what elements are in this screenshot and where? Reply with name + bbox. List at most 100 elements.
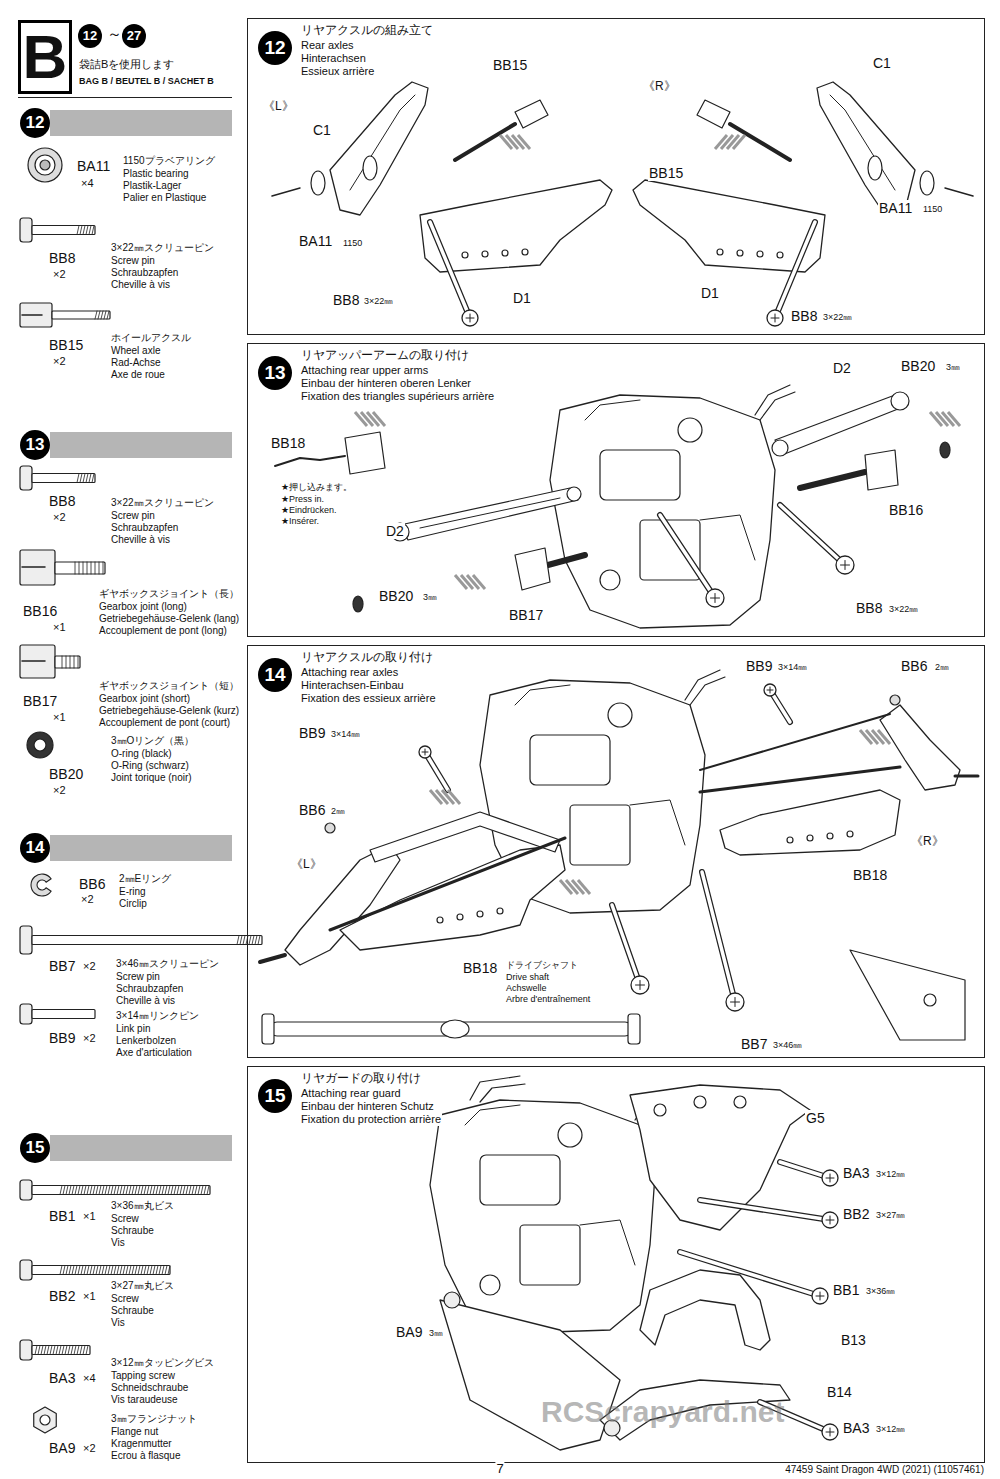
part-label: BB6	[78, 876, 106, 892]
part-label: Kragenmutter	[110, 1438, 173, 1450]
part-label: BB9	[298, 725, 326, 741]
thread	[117, 1186, 119, 1195]
part-label: 3×46㎜スクリューピン	[115, 958, 220, 970]
part-label: ×2	[52, 268, 67, 281]
part-label: 3×22㎜	[363, 296, 394, 306]
part-label: Tapping screw	[110, 1370, 176, 1382]
thread	[84, 1266, 86, 1275]
part-outline	[437, 917, 443, 923]
heading-text: Fixation du protection arrière	[300, 1113, 442, 1126]
heading-text: Hinterachsen	[300, 52, 367, 65]
step-panel: 14リヤアクスルの取り付けAttaching rear axlesHintera…	[247, 645, 985, 1058]
part-label: Flange nut	[110, 1426, 159, 1438]
part-label: ギヤボックスジョイント（長）	[98, 588, 240, 600]
step-number: 27	[122, 24, 146, 48]
part-label: 1150	[922, 204, 943, 214]
part-outline	[757, 251, 763, 257]
part-outline	[40, 1415, 50, 1425]
screw-shaft	[775, 222, 815, 318]
part-outline	[830, 1174, 831, 1182]
part-label: BA9	[395, 1324, 423, 1340]
part-outline	[630, 800, 685, 845]
thread	[180, 1186, 182, 1195]
thread	[252, 936, 254, 945]
thread	[165, 1186, 167, 1195]
part-outline	[717, 249, 723, 255]
part-outline	[420, 498, 560, 528]
thread	[126, 1186, 128, 1195]
part-label: B14	[826, 1384, 853, 1400]
part-outline	[480, 1275, 500, 1295]
part-outline	[272, 188, 300, 196]
part-outline	[924, 994, 936, 1006]
part-outline	[827, 833, 833, 839]
part-label: C1	[312, 122, 332, 138]
thread	[156, 1266, 158, 1275]
thread	[80, 474, 82, 483]
part-outline	[868, 156, 882, 180]
part-outline	[22, 566, 45, 568]
part-label: 《L》	[262, 100, 295, 114]
part-outline	[70, 656, 71, 668]
part-label: ギヤボックスジョイント（短）	[98, 680, 240, 692]
part-outline	[734, 1096, 746, 1108]
heading-text: Rear axles	[300, 39, 355, 52]
thread	[90, 1266, 92, 1275]
part-label: ドライブシャフト	[505, 960, 579, 970]
thread	[86, 226, 88, 235]
part-outline	[720, 790, 900, 855]
thread	[90, 1186, 92, 1195]
part-outline	[20, 1004, 32, 1024]
part-outline	[430, 1100, 655, 1333]
screw-shaft	[660, 515, 715, 598]
part-outline	[22, 660, 45, 662]
part-outline	[350, 95, 415, 190]
part-label: BB17	[508, 607, 544, 623]
thread	[129, 1266, 131, 1275]
part-label: 3×22㎜	[822, 312, 853, 322]
part-label: Plastik-Lager	[122, 180, 182, 192]
part-outline	[891, 392, 909, 410]
part-label: ×1	[82, 1290, 97, 1303]
part-label: BB15	[648, 165, 684, 181]
thread	[105, 1266, 107, 1275]
part-label: O-Ring (schwarz)	[110, 760, 190, 772]
heading-text: Attaching rear guard	[300, 1087, 402, 1100]
part-label: 3×14㎜	[330, 729, 361, 739]
part-outline	[812, 1288, 828, 1304]
thread	[105, 1186, 107, 1195]
thread	[123, 1266, 125, 1275]
part-label: BA3	[842, 1420, 870, 1436]
part-label: 3×22㎜スクリューピン	[110, 497, 215, 509]
thread	[99, 1186, 101, 1195]
part-outline	[631, 976, 649, 994]
part-label: Cheville à vis	[110, 534, 171, 546]
thread	[198, 1186, 200, 1195]
part-outline	[515, 548, 550, 590]
part-outline	[353, 596, 363, 612]
part-outline	[75, 562, 76, 574]
part-outline	[706, 589, 724, 607]
thread	[189, 1186, 191, 1195]
part-label: 《R》	[642, 80, 677, 94]
thread	[132, 1266, 134, 1275]
part-label: Getriebegehäuse-Gelenk (kurz)	[98, 705, 240, 717]
part-label: ×2	[52, 511, 67, 524]
part-label: ×1	[52, 621, 67, 634]
part-label: ×4	[82, 1372, 97, 1385]
part-outline	[830, 1216, 831, 1224]
thread	[111, 1186, 113, 1195]
part-outline	[465, 1105, 520, 1125]
step-panel: 13リヤアッパーアームの取り付けAttaching rear upper arm…	[247, 343, 985, 637]
part-outline	[640, 981, 641, 990]
part-outline	[20, 550, 55, 585]
step-bar	[50, 1135, 232, 1161]
step-number: 15	[258, 1079, 292, 1113]
thread	[243, 936, 245, 945]
part-label: Palier en Plastique	[122, 192, 207, 204]
part-outline	[330, 838, 565, 930]
part-label: ×2	[52, 784, 67, 797]
part-label: O-ring (black)	[110, 748, 173, 760]
part-outline	[820, 1292, 821, 1300]
screw-shaft	[780, 505, 845, 565]
